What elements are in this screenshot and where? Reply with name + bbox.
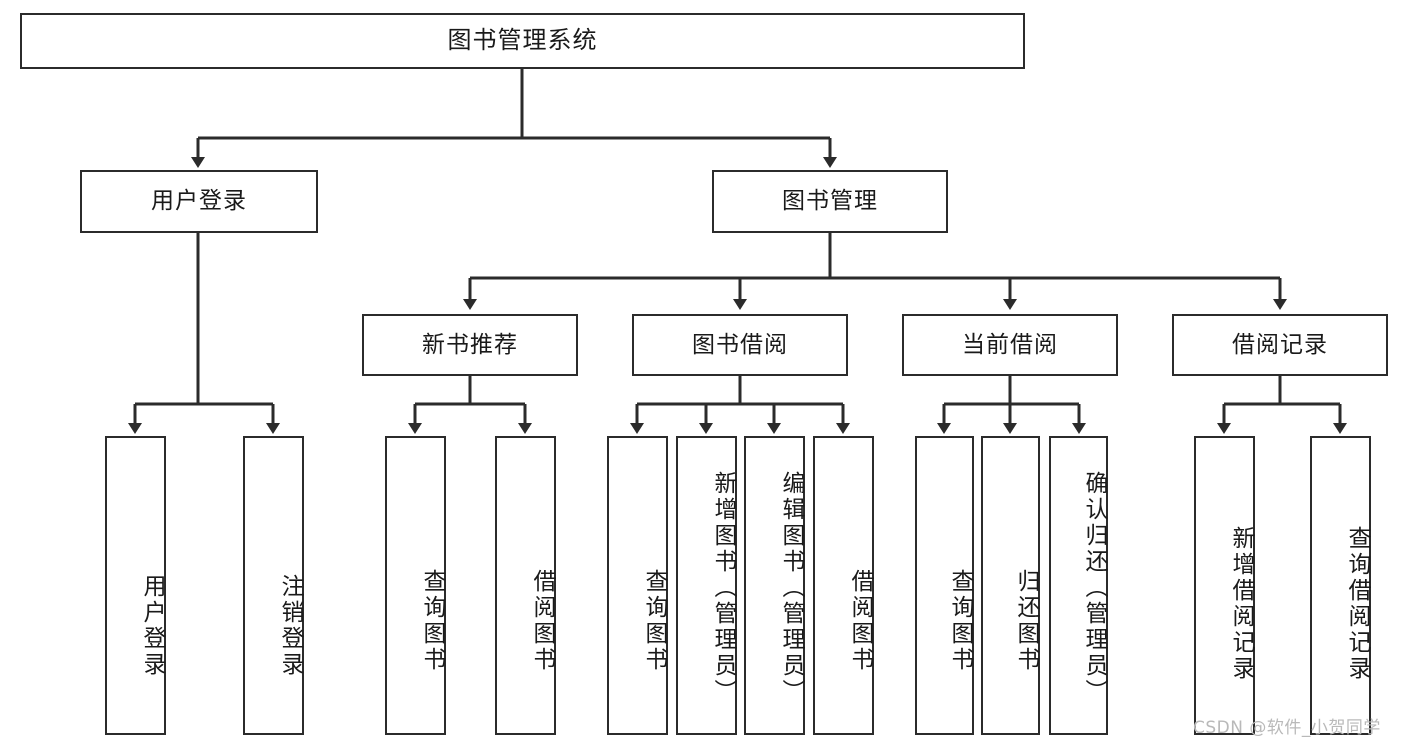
- leaf-borrow-book-1[interactable]: 借阅图书: [495, 436, 556, 735]
- node-book-management[interactable]: 图书管理: [712, 170, 948, 233]
- node-book-borrow[interactable]: 图书借阅: [632, 314, 848, 376]
- node-label: 新书推荐: [422, 331, 518, 358]
- node-label: 用户登录: [151, 188, 247, 215]
- leaf-logout-login[interactable]: 注销登录: [243, 436, 304, 735]
- leaf-query-book-2[interactable]: 查询图书: [607, 436, 668, 735]
- node-new-book-recommend[interactable]: 新书推荐: [362, 314, 578, 376]
- leaf-user-login[interactable]: 用户登录: [105, 436, 166, 735]
- node-label: 新增图书（管理员）: [710, 470, 736, 705]
- node-label: 归还图书: [1013, 568, 1039, 673]
- node-label: 新增借阅记录: [1228, 525, 1254, 682]
- leaf-add-book-admin[interactable]: 新增图书（管理员）: [676, 436, 737, 735]
- node-book-management-system[interactable]: 图书管理系统: [20, 13, 1025, 69]
- node-label: 确认归还（管理员）: [1081, 470, 1107, 705]
- node-user-login[interactable]: 用户登录: [80, 170, 318, 233]
- node-label: 注销登录: [277, 573, 303, 678]
- leaf-return-book[interactable]: 归还图书: [981, 436, 1040, 735]
- node-current-borrow[interactable]: 当前借阅: [902, 314, 1118, 376]
- node-label: 查询图书: [641, 568, 667, 673]
- leaf-borrow-book-2[interactable]: 借阅图书: [813, 436, 874, 735]
- node-label: 编辑图书（管理员）: [778, 470, 804, 705]
- leaf-query-book-3[interactable]: 查询图书: [915, 436, 974, 735]
- node-borrow-record[interactable]: 借阅记录: [1172, 314, 1388, 376]
- node-label: 查询图书: [947, 568, 973, 673]
- leaf-confirm-return-admin[interactable]: 确认归还（管理员）: [1049, 436, 1108, 735]
- node-label: 图书管理: [782, 188, 878, 215]
- node-label: 借阅图书: [847, 568, 873, 673]
- node-label: 用户登录: [139, 573, 165, 678]
- leaf-query-book-1[interactable]: 查询图书: [385, 436, 446, 735]
- node-label: 查询图书: [419, 568, 445, 673]
- leaf-add-borrow-record[interactable]: 新增借阅记录: [1194, 436, 1255, 735]
- leaf-query-borrow-record[interactable]: 查询借阅记录: [1310, 436, 1371, 735]
- node-label: 图书借阅: [692, 331, 788, 358]
- node-label: 图书管理系统: [447, 26, 598, 55]
- csdn-watermark: CSDN @软件_小贺同学: [1193, 718, 1381, 738]
- node-label: 当前借阅: [962, 331, 1058, 358]
- node-label: 借阅记录: [1232, 331, 1328, 358]
- leaf-edit-book-admin[interactable]: 编辑图书（管理员）: [744, 436, 805, 735]
- node-label: 查询借阅记录: [1344, 525, 1370, 682]
- node-label: 借阅图书: [529, 568, 555, 673]
